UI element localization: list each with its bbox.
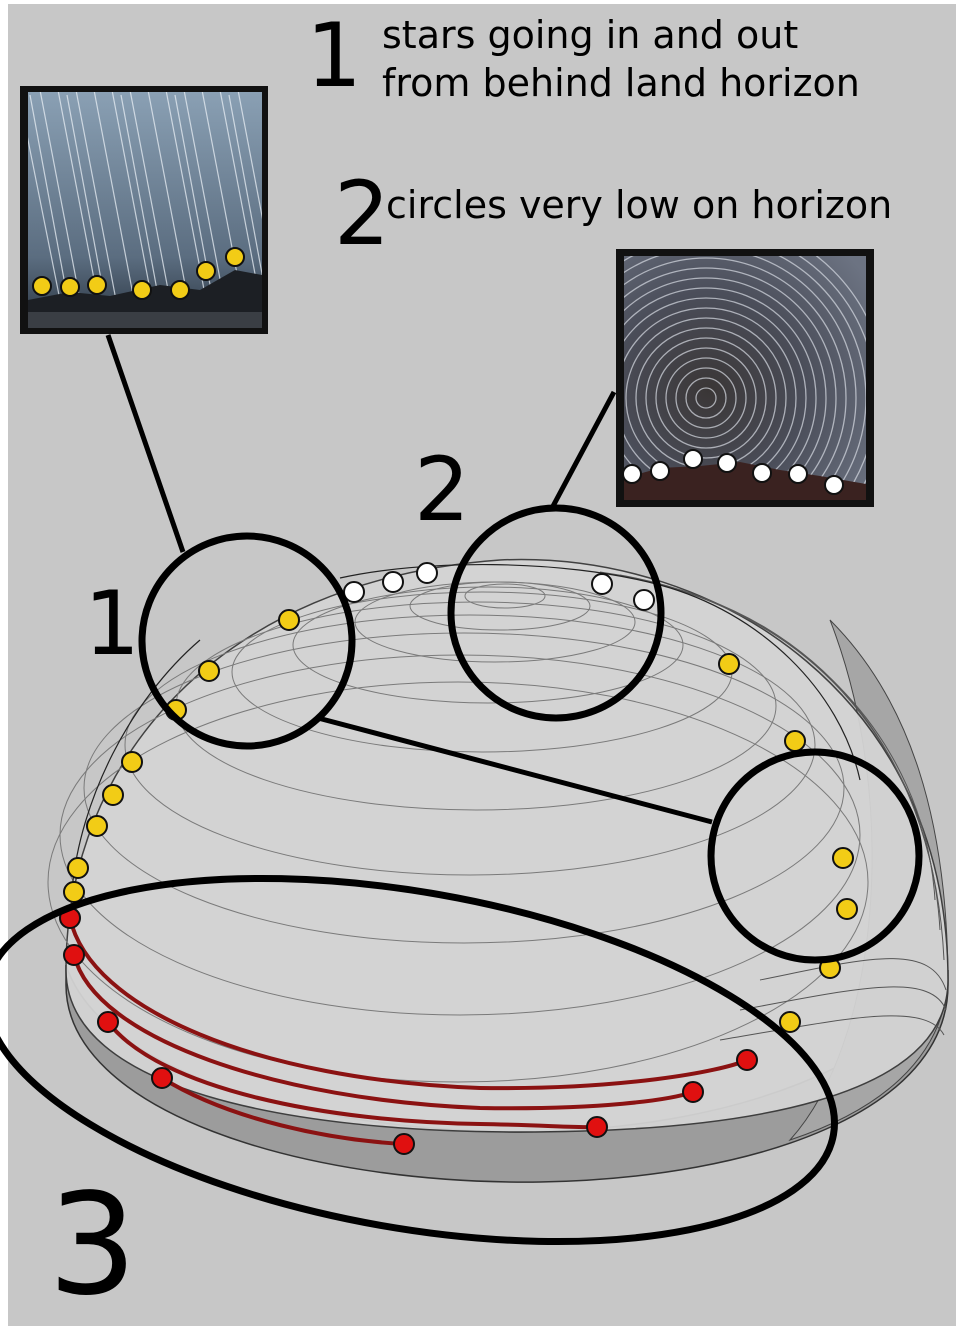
inset-photo-2: [616, 249, 874, 507]
yellow-star: [132, 280, 152, 300]
white-star: [343, 581, 365, 603]
inset-photo-1: [20, 86, 268, 334]
yellow-star: [102, 784, 124, 806]
connector-line-inset2: [549, 390, 617, 510]
dome-shell: [65, 558, 949, 1133]
white-star: [717, 453, 737, 473]
yellow-star: [87, 275, 107, 295]
red-star: [682, 1081, 704, 1103]
white-star: [752, 463, 772, 483]
label-number-3: 3: [48, 1164, 138, 1327]
yellow-star: [121, 751, 143, 773]
highlight-circle-1-right: [707, 748, 923, 964]
yellow-stars: [63, 609, 858, 1033]
label-number-1-dome: 1: [84, 572, 140, 675]
label-text-1-line2: from behind land horizon: [382, 61, 860, 105]
yellow-star: [278, 609, 300, 631]
yellow-star: [718, 653, 740, 675]
white-star: [591, 573, 613, 595]
yellow-star: [198, 660, 220, 682]
highlight-circles: [0, 504, 923, 1246]
red-star: [63, 944, 85, 966]
dome-contour-lines: [47, 581, 869, 1083]
red-star: [393, 1133, 415, 1155]
label-number-2-top: 2: [334, 162, 390, 265]
label-text-1-line1: stars going in and out: [382, 13, 799, 57]
yellow-star: [779, 1011, 801, 1033]
red-star-tracks: [68, 917, 748, 1146]
highlight-circle-1-left: [138, 532, 356, 750]
yellow-star: [86, 815, 108, 837]
connector-line-inset1: [105, 334, 186, 553]
white-stars: [343, 562, 655, 611]
white-star: [650, 461, 670, 481]
circumpolar-star-trails-photo-icon: [624, 256, 866, 500]
dome-right-contours: [599, 571, 947, 1041]
yellow-star: [225, 247, 245, 267]
red-star: [97, 1011, 119, 1033]
white-star: [788, 464, 808, 484]
yellow-star: [32, 276, 52, 296]
yellow-star: [836, 898, 858, 920]
yellow-star: [196, 261, 216, 281]
white-star: [382, 571, 404, 593]
white-star: [416, 562, 438, 584]
red-star: [736, 1049, 758, 1071]
label-number-2-dome: 2: [414, 438, 470, 541]
white-star: [633, 589, 655, 611]
white-star: [824, 475, 844, 495]
red-star: [151, 1067, 173, 1089]
highlight-circle-2: [447, 504, 665, 722]
label-number-1-top: 1: [306, 4, 362, 107]
white-star: [622, 464, 642, 484]
yellow-star: [67, 857, 89, 879]
yellow-star: [832, 847, 854, 869]
label-text-2: circles very low on horizon: [386, 183, 893, 227]
white-star: [683, 449, 703, 469]
yellow-star: [63, 881, 85, 903]
red-star: [586, 1116, 608, 1138]
connector-lines: [105, 334, 713, 825]
connector-line-circles: [317, 715, 713, 825]
yellow-star: [784, 730, 806, 752]
yellow-star: [60, 277, 80, 297]
yellow-star: [170, 280, 190, 300]
highlight-ellipse-3: [0, 874, 838, 1246]
